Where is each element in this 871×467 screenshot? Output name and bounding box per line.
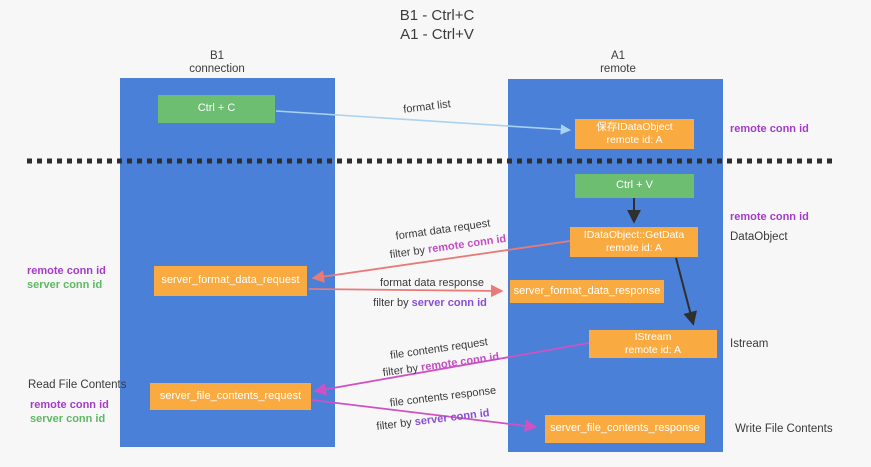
label-remote-conn-id-top-right: remote conn id (730, 123, 809, 135)
lane-a1-role: remote (600, 63, 636, 75)
save-idataobject-line1: 保存IDataObject (596, 120, 673, 133)
filter-prefix: filter by (373, 297, 412, 309)
lane-header-b1: B1 connection (189, 50, 245, 76)
ctrl-v-label: Ctrl + V (616, 179, 653, 192)
node-save-idataobject: 保存IDataObject remote id: A (575, 119, 694, 149)
getdata-line2: remote id: A (605, 242, 663, 254)
label-server-conn-id-left-bottom: server conn id (30, 413, 106, 425)
filter-prefix: filter by (389, 243, 429, 262)
label-istream: Istream (730, 338, 769, 350)
ctrl-c-label: Ctrl + C (197, 102, 236, 115)
flow-label-filter-format-response: filter by server conn id (373, 297, 487, 309)
node-server-file-contents-request: server_file_contents_request (150, 383, 311, 410)
lane-b1-name: B1 (209, 50, 225, 62)
diagram-title: B1 - Ctrl+C A1 - Ctrl+V (400, 6, 475, 44)
lane-b1-role: connection (189, 63, 245, 75)
filter-id-server-conn: server conn id (411, 297, 487, 309)
lane-a1-name: A1 (610, 50, 626, 62)
file-request-label: server_file_contents_request (159, 389, 302, 402)
istream-line1: IStream (634, 330, 672, 343)
node-server-file-contents-response: server_file_contents_response (545, 415, 705, 443)
lane-header-a1: A1 remote (600, 50, 636, 76)
filter-prefix: filter by (375, 416, 416, 433)
flow-label-format-list: format list (402, 98, 452, 116)
node-ctrl-v: Ctrl + V (575, 174, 694, 198)
arrow-format-data-response (308, 284, 504, 298)
filter-prefix: filter by (382, 361, 422, 380)
label-server-conn-id-left-top: server conn id (27, 279, 103, 291)
node-server-format-data-request: server_format_data_request (154, 266, 307, 296)
label-dataobject: DataObject (730, 231, 788, 243)
flow-label-filter-file-response: filter by server conn id (376, 407, 490, 433)
flow-label-format-data-response: format data response (380, 277, 484, 289)
getdata-line1: IDataObject::GetData (583, 228, 685, 241)
label-remote-conn-id-left-top: remote conn id (27, 265, 106, 277)
title-line-1: B1 - Ctrl+C (399, 7, 475, 24)
node-istream: IStream remote id: A (589, 330, 717, 358)
label-remote-conn-id-left-bottom: remote conn id (30, 399, 109, 411)
node-ctrl-c: Ctrl + C (158, 95, 275, 123)
title-line-2: A1 - Ctrl+V (400, 26, 474, 43)
istream-line2: remote id: A (624, 344, 682, 356)
save-idataobject-line2: remote id: A (606, 134, 663, 146)
label-write-file-contents: Write File Contents (735, 423, 833, 435)
format-response-label: server_format_data_response (513, 284, 661, 297)
flow-label-file-contents-response: file contents response (389, 384, 497, 410)
format-request-label: server_format_data_request (161, 274, 300, 287)
node-idataobject-getdata: IDataObject::GetData remote id: A (570, 227, 698, 257)
filter-id-server-conn: server conn id (414, 407, 491, 429)
label-remote-conn-id-mid-right: remote conn id (730, 211, 809, 223)
label-read-file-contents: Read File Contents (28, 379, 127, 391)
file-response-label: server_file_contents_response (550, 422, 700, 435)
node-server-format-data-response: server_format_data_response (510, 280, 664, 303)
